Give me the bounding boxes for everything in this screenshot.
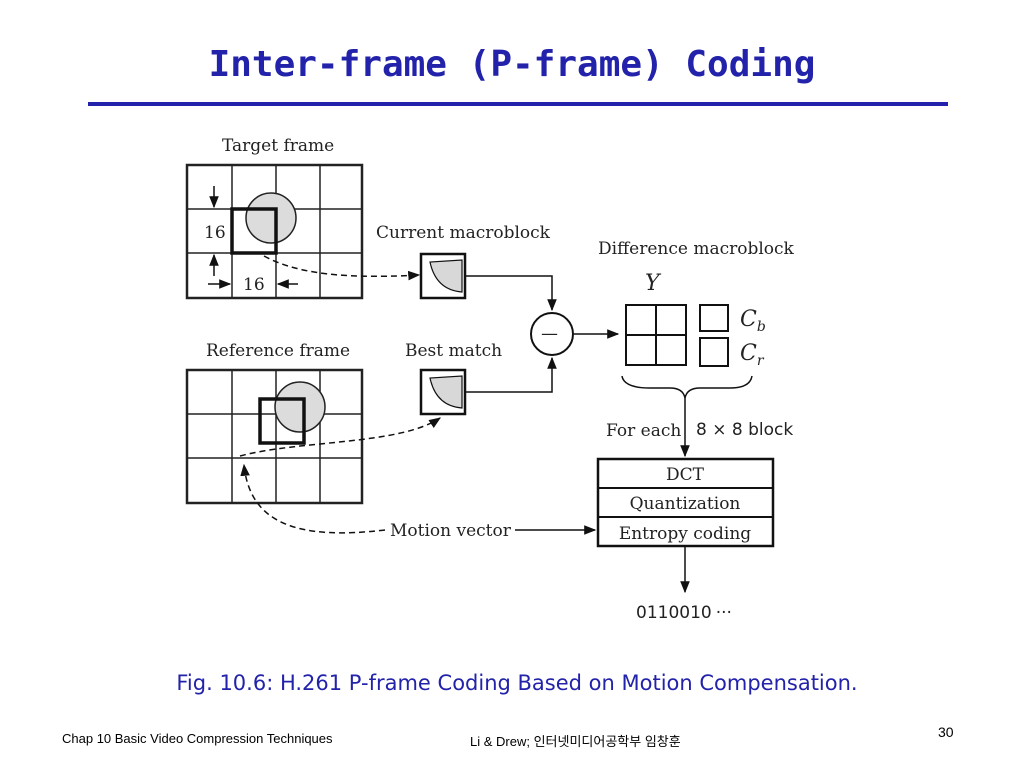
pipeline-dct: DCT: [666, 465, 705, 485]
cr-block: [699, 337, 729, 367]
target-object-circle: [245, 192, 297, 244]
dimension-horizontal-label: 16: [243, 275, 265, 295]
slide-title: Inter-frame (P-frame) Coding: [208, 44, 816, 85]
target-to-current-arrow: [263, 255, 421, 281]
reference-object-circle: [274, 381, 326, 433]
subtract-symbol: —: [541, 324, 558, 344]
current-to-subtractor-arrow: [466, 275, 557, 312]
motion-vector-label: Motion vector: [390, 521, 512, 541]
block-size-label: 8 × 8 block: [696, 420, 793, 440]
current-macroblock-box: [419, 252, 467, 300]
title-underline: [88, 102, 948, 106]
reference-frame-label: Reference frame: [206, 341, 350, 361]
footer-chapter: Chap 10 Basic Video Compression Techniqu…: [62, 731, 333, 746]
reference-to-best-arrow: [239, 417, 441, 457]
for-each-label: For each: [606, 421, 681, 441]
dimension-vertical-label: 16: [204, 223, 226, 243]
best-match-box: [419, 368, 467, 416]
difference-macroblock-label: Difference macroblock: [598, 239, 795, 259]
best-match-label: Best match: [405, 341, 502, 361]
page-number: 30: [938, 724, 954, 740]
motion-vector-dashed-arrow: [240, 463, 386, 534]
cb-label: Cb: [740, 307, 766, 335]
figure-caption: Fig. 10.6: H.261 P-frame Coding Based on…: [176, 671, 858, 695]
current-macroblock-outline: [230, 207, 278, 255]
footer-authors: Li & Drew; 인터넷미디어공학부 임창훈: [470, 734, 681, 749]
difference-brace: [621, 375, 753, 399]
reference-frame-grid: [185, 368, 364, 505]
target-frame-label: Target frame: [222, 136, 334, 156]
y-block-grid: [625, 304, 687, 366]
cr-label: Cr: [740, 341, 765, 369]
subtractor-circle: [530, 312, 574, 356]
pipeline-entropy-coding: Entropy coding: [619, 524, 751, 544]
best-match-outline: [258, 397, 306, 445]
coding-pipeline: DCT Quantization Entropy coding: [596, 457, 775, 548]
output-bitstream: 0110010···: [636, 603, 732, 623]
pipeline-quantization: Quantization: [630, 494, 741, 514]
cb-block: [699, 304, 729, 332]
current-macroblock-label: Current macroblock: [376, 223, 551, 243]
y-component-label: Y: [645, 271, 662, 296]
best-to-subtractor-arrow: [466, 356, 557, 393]
